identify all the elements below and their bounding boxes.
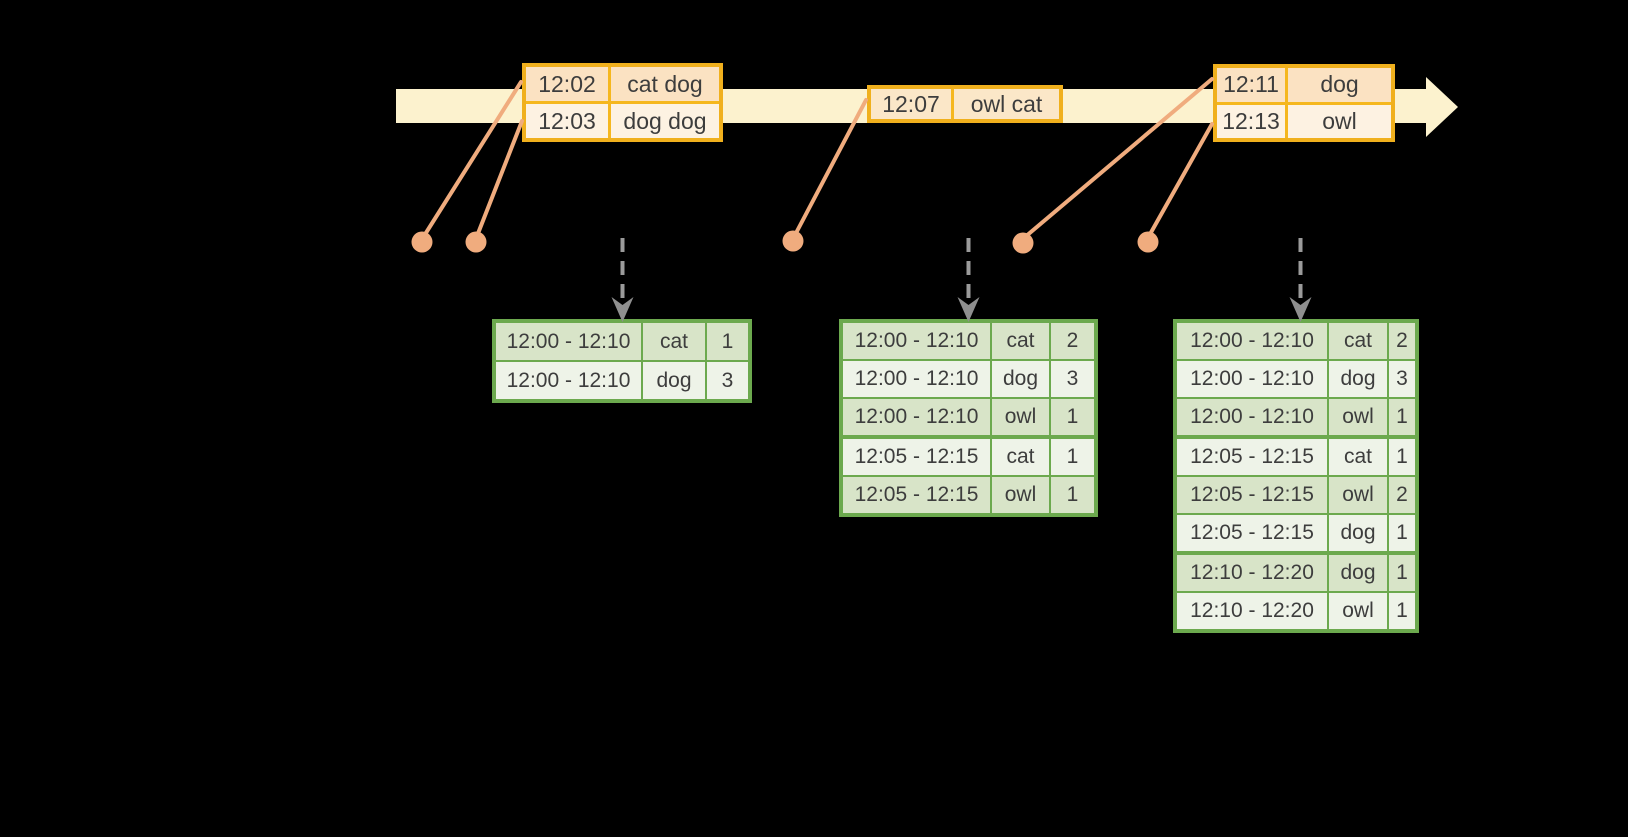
table-cell: owl xyxy=(1329,399,1387,435)
table-cell: 1 xyxy=(1389,515,1415,551)
table-cell: 12:00 - 12:10 xyxy=(843,399,990,435)
table-cell: cat xyxy=(1329,323,1387,359)
table-cell: 12:05 - 12:15 xyxy=(1177,515,1327,551)
table-cell: cat dog xyxy=(611,67,719,101)
table-cell: owl xyxy=(1329,593,1387,629)
table-cell: 12:05 - 12:15 xyxy=(1177,477,1327,513)
table-cell: 12:10 - 12:20 xyxy=(1177,555,1327,591)
event-dot-12-07 xyxy=(782,230,804,252)
event-dot-12-13 xyxy=(1137,231,1159,253)
table-cell: cat xyxy=(643,323,705,360)
table-cell: 3 xyxy=(707,362,748,399)
table-cell: 12:05 - 12:15 xyxy=(1177,439,1327,475)
table-cell: 1 xyxy=(1389,439,1415,475)
table-cell: 1 xyxy=(1389,593,1415,629)
table-cell: 12:00 - 12:10 xyxy=(843,361,990,397)
table-cell: 3 xyxy=(1051,361,1094,397)
table-cell: 12:03 xyxy=(526,104,608,138)
table-cell: 12:10 - 12:20 xyxy=(1177,593,1327,629)
table-cell: 12:00 - 12:10 xyxy=(843,323,990,359)
table-cell: dog xyxy=(1329,555,1387,591)
table-cell: dog xyxy=(643,362,705,399)
table-cell: dog dog xyxy=(611,104,719,138)
table-cell: 12:00 - 12:10 xyxy=(1177,361,1327,397)
table-cell: 1 xyxy=(707,323,748,360)
event-dot-12-02 xyxy=(411,231,433,253)
table-cell: 12:00 - 12:10 xyxy=(1177,323,1327,359)
table-cell: owl xyxy=(992,399,1049,435)
table-cell: 2 xyxy=(1051,323,1094,359)
event-dot-12-03 xyxy=(465,231,487,253)
table-cell: 12:13 xyxy=(1217,104,1285,138)
table-cell: dog xyxy=(1329,361,1387,397)
table-cell: 2 xyxy=(1389,323,1415,359)
table-cell: 12:00 - 12:10 xyxy=(496,362,641,399)
table-cell: dog xyxy=(992,361,1049,397)
table-cell: 12:07 xyxy=(871,89,951,119)
event-time-dots xyxy=(411,230,1159,254)
table-cell: owl cat xyxy=(954,89,1059,119)
timeline-arrowhead-icon xyxy=(1426,77,1458,137)
table-cell: cat xyxy=(1329,439,1387,475)
table-cell: owl xyxy=(1329,477,1387,513)
table-cell: 12:05 - 12:15 xyxy=(843,439,990,475)
table-cell: 3 xyxy=(1389,361,1415,397)
event-dot-12-11 xyxy=(1012,232,1034,254)
table-cell: dog xyxy=(1288,68,1391,102)
table-cell: cat xyxy=(992,439,1049,475)
table-cell: 12:05 - 12:15 xyxy=(843,477,990,513)
table-cell: 1 xyxy=(1389,399,1415,435)
table-cell: 1 xyxy=(1051,477,1094,513)
table-cell: owl xyxy=(992,477,1049,513)
table-cell: 12:00 - 12:10 xyxy=(496,323,641,360)
table-cell: 2 xyxy=(1389,477,1415,513)
table-cell: cat xyxy=(992,323,1049,359)
table-cell: owl xyxy=(1288,104,1391,138)
table-cell: 1 xyxy=(1389,555,1415,591)
table-cell: 1 xyxy=(1051,439,1094,475)
table-cell: dog xyxy=(1329,515,1387,551)
table-cell: 12:11 xyxy=(1217,68,1285,102)
table-cell: 12:02 xyxy=(526,67,608,101)
table-cell: 12:00 - 12:10 xyxy=(1177,399,1327,435)
table-cell: 1 xyxy=(1051,399,1094,435)
trigger-dashed-arrows xyxy=(620,238,1303,301)
